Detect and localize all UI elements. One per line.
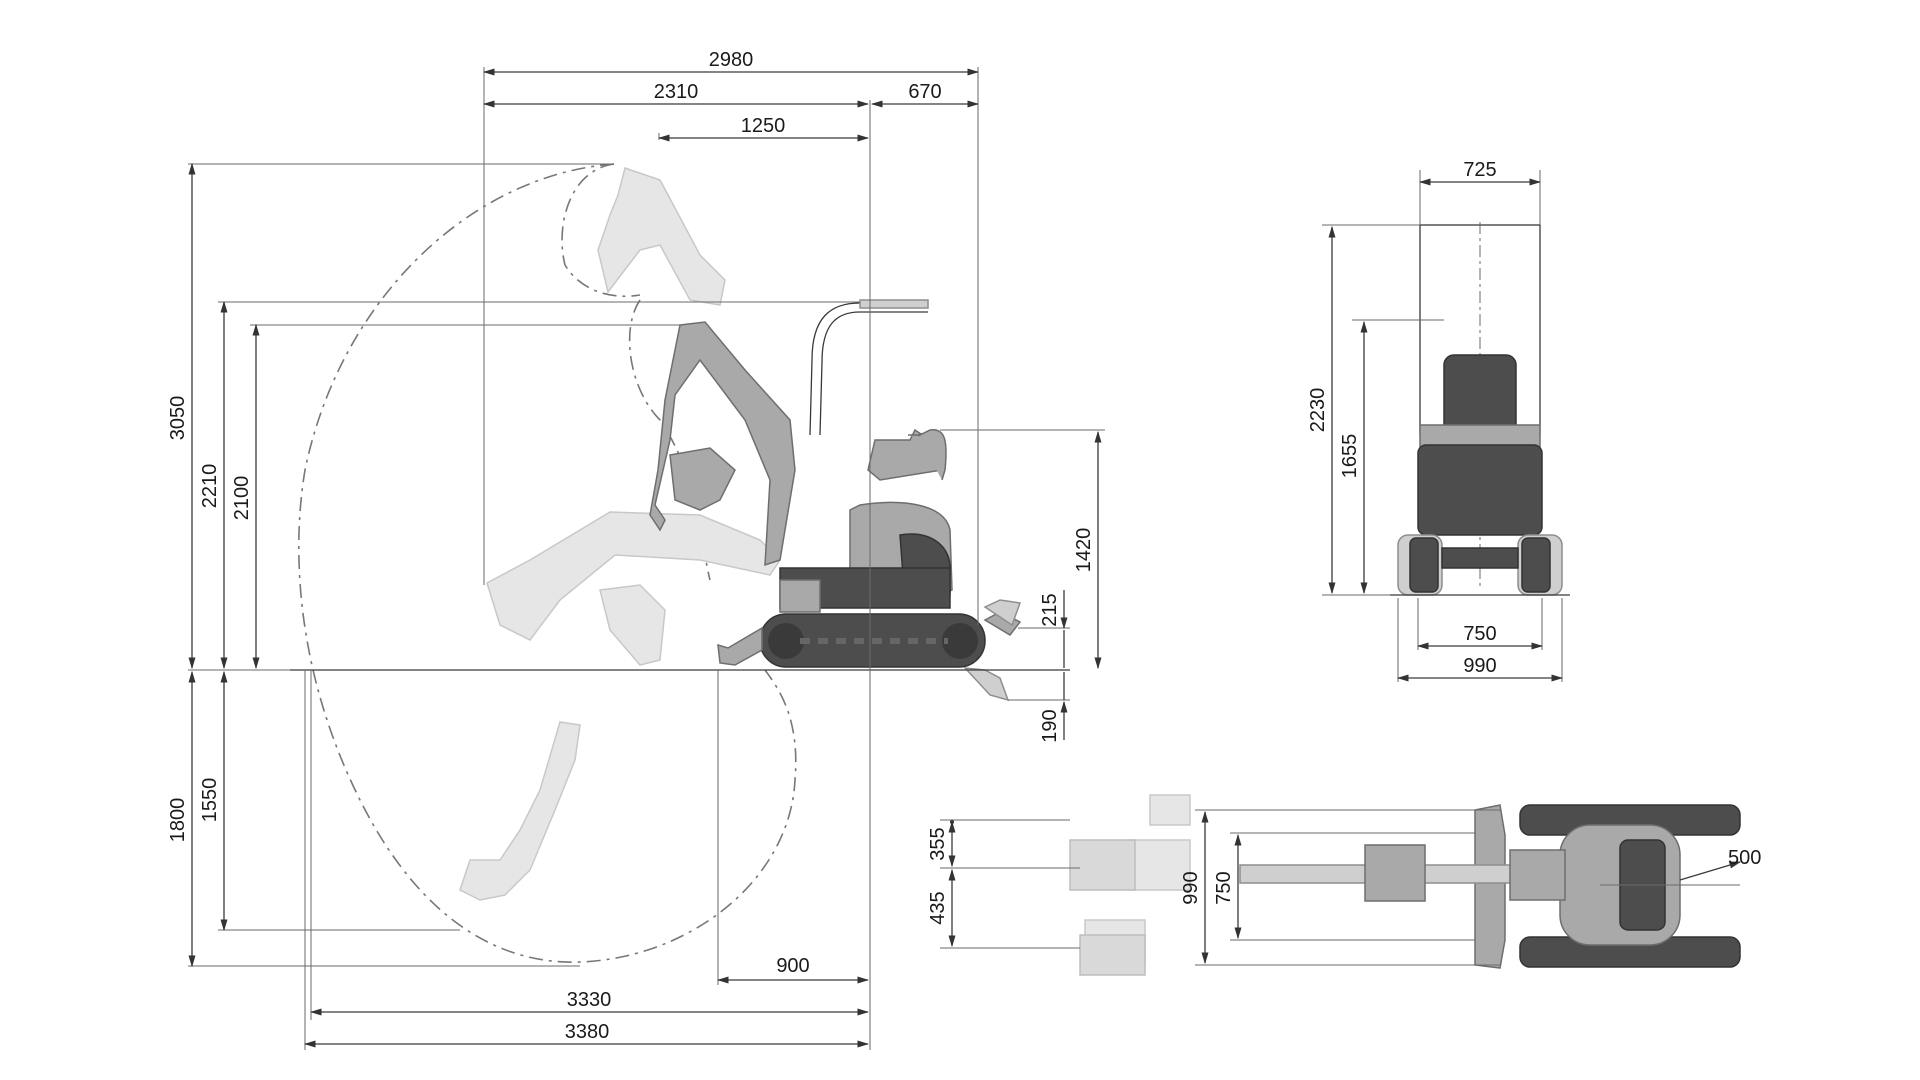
seat	[867, 428, 947, 481]
dim-top-inner-width: 750	[1213, 871, 1235, 904]
dim-dump-height-2: 2100	[231, 476, 253, 521]
dim-swing-left: 355	[927, 827, 949, 860]
top-view: 990 750 355 435 500	[927, 794, 1761, 976]
dim-canopy-width: 725	[1463, 159, 1496, 181]
reach-envelope	[298, 163, 797, 963]
arm-extended-ghost	[486, 511, 781, 666]
dim-swing-right: 435	[927, 891, 949, 924]
dim-blade-drop: 190	[1039, 709, 1061, 742]
dim-dump-height-1: 2210	[199, 464, 221, 509]
dim-track-outer: 990	[1463, 655, 1496, 677]
front-view: 725 2230 1655 750 990	[1307, 159, 1570, 682]
dim-blade-reach: 900	[776, 955, 809, 977]
boom-arm	[649, 321, 796, 567]
dim-front-length: 2310	[654, 81, 699, 103]
dim-seat-height: 1420	[1073, 528, 1095, 573]
dim-overall-length: 2980	[709, 49, 754, 71]
blade	[717, 599, 1022, 702]
side-view: 2980 2310 670 1250 3050 2210 2100 1800 1…	[167, 49, 1105, 1050]
dim-rear-length: 670	[908, 81, 941, 103]
dim-front-overall-height: 2230	[1307, 388, 1329, 433]
canopy	[809, 299, 929, 436]
dim-max-height: 3050	[167, 396, 189, 441]
dim-seat-top-height: 1655	[1339, 434, 1361, 479]
dim-ground-reach: 3330	[567, 989, 612, 1011]
dim-vertical-depth: 1550	[199, 778, 221, 823]
dim-max-depth: 1800	[167, 798, 189, 843]
arm-digging-ghost	[459, 721, 581, 901]
dim-tail-radius: 500	[1728, 847, 1761, 869]
track	[759, 613, 986, 668]
dim-max-reach: 3380	[565, 1021, 610, 1043]
inner-envelope-lower	[628, 299, 711, 581]
dim-blade-lift: 215	[1039, 593, 1061, 626]
dim-top-outer-width: 990	[1180, 871, 1202, 904]
inner-envelope	[561, 163, 641, 297]
dim-track-inner: 750	[1463, 623, 1496, 645]
arm-raised-ghost	[597, 167, 726, 306]
dim-inner-length: 1250	[741, 115, 786, 137]
upper-body	[779, 501, 953, 613]
